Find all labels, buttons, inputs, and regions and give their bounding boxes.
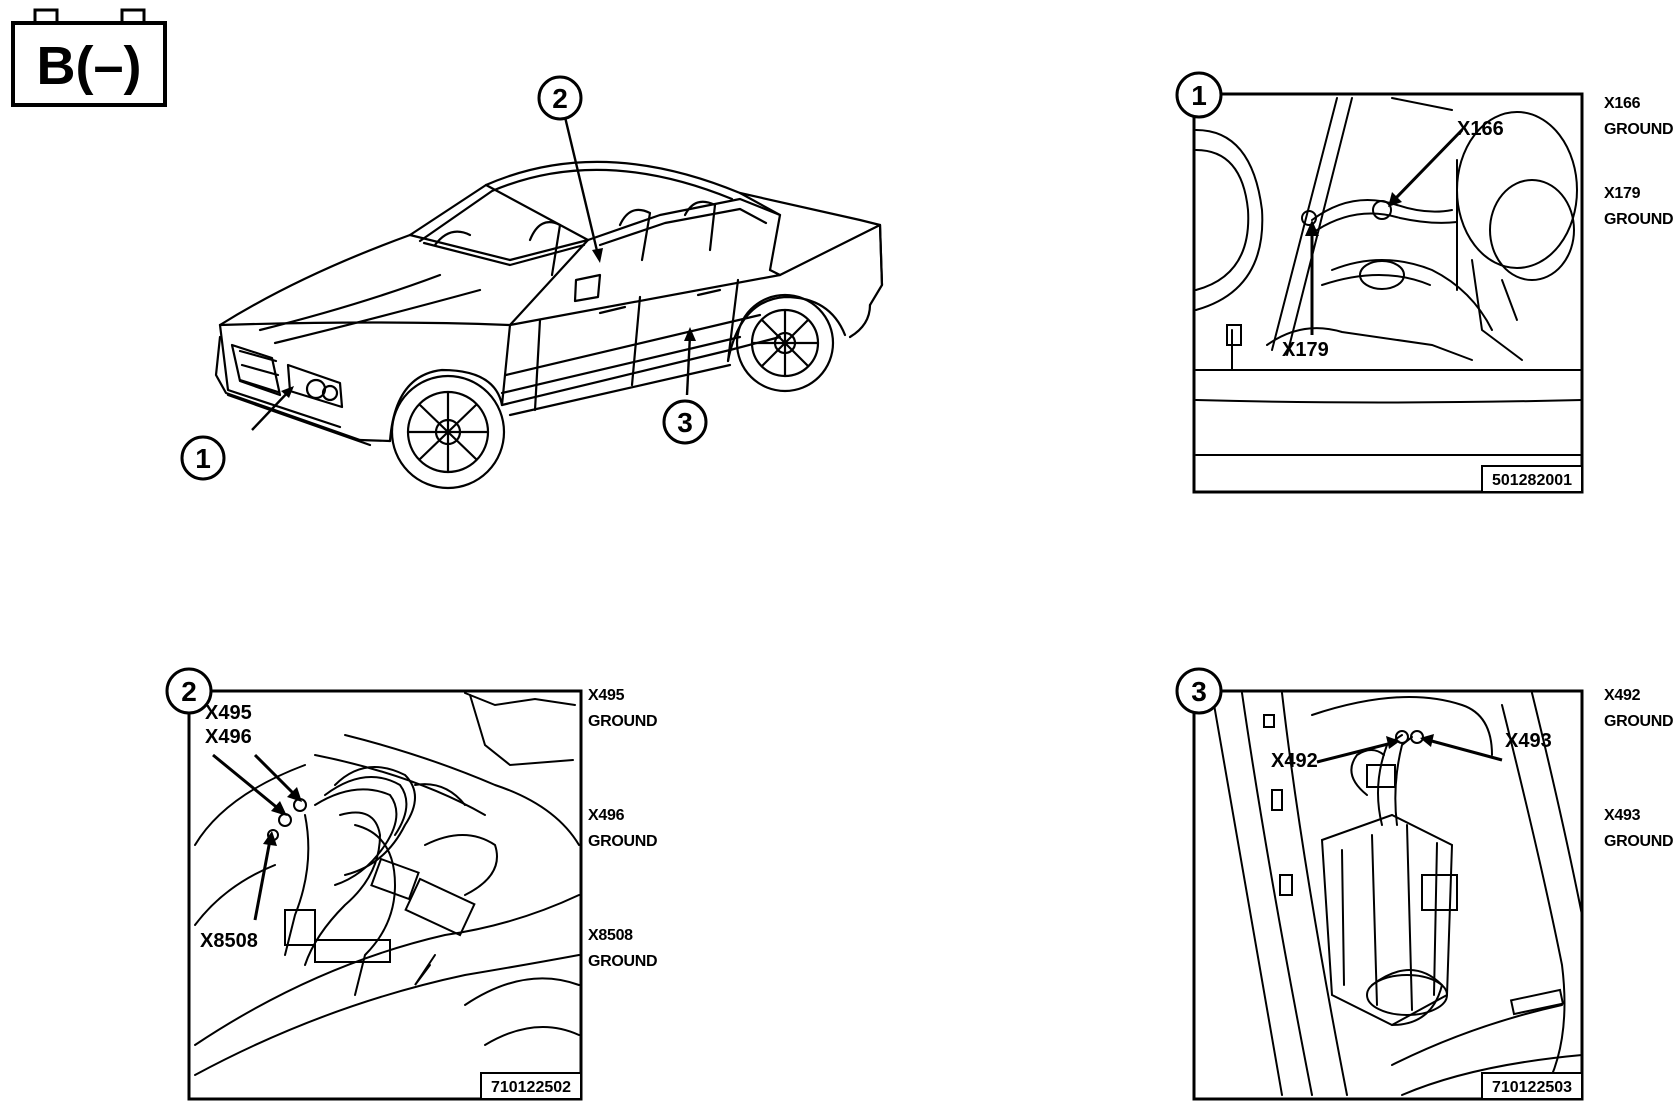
battery-icon: B(–) — [11, 8, 167, 107]
panel-3-figure-id: 710122503 — [1492, 1079, 1572, 1096]
car-overview: 1 2 3 — [180, 75, 950, 515]
panel-1-number: 1 — [1191, 80, 1207, 111]
side-label-type: GROUND — [1604, 121, 1674, 138]
detail-panel-2: X495 X496 X8508 710122502 2 — [165, 665, 585, 1101]
side-label-type: GROUND — [588, 833, 658, 850]
panel-1-label-x166: X166 — [1457, 118, 1504, 140]
battery-label: B(–) — [37, 36, 142, 96]
panel-1-side-labels: X166 GROUND X179 GROUND — [1604, 91, 1674, 233]
panel-3-figure: X492 X493 710122503 3 — [1175, 667, 1584, 1101]
panel-1-arrowheads — [1305, 192, 1402, 236]
panel-3-side-labels: X492 GROUND X493 GROUND — [1604, 683, 1674, 855]
side-label-type: GROUND — [1604, 713, 1674, 730]
detail-panel-3: X492 X493 710122503 3 — [1172, 665, 1592, 1101]
panel-2-label-x496: X496 — [205, 726, 252, 748]
side-label-connector: X496 — [588, 807, 625, 824]
side-label-connector: X493 — [1604, 807, 1641, 824]
battery-badge: B(–) — [10, 6, 170, 108]
side-label-type: GROUND — [588, 953, 658, 970]
panel-2-label-x495: X495 — [205, 702, 252, 724]
panel-2-figure: X495 X496 X8508 710122502 2 — [165, 667, 583, 1101]
panel-1-figure: X166 X179 501282001 1 — [1175, 71, 1584, 494]
side-label-connector: X492 — [1604, 687, 1641, 704]
panel-2-side-labels: X495 GROUND X496 GROUND X8508 GROUND — [588, 683, 658, 975]
callout-2: 2 — [537, 75, 583, 121]
panel-3-label-x493: X493 — [1505, 730, 1552, 752]
svg-text:2: 2 — [552, 83, 568, 114]
panel-3-number: 3 — [1191, 676, 1207, 707]
panel-2-interior-lines — [194, 692, 580, 1076]
panel-1-engine-lines — [1195, 97, 1583, 456]
panel-2-figure-id: 710122502 — [491, 1079, 571, 1096]
panel-1-pointers — [1310, 128, 1464, 335]
panel-3-door-lines — [1211, 692, 1583, 1096]
panel-2-pointers — [212, 753, 297, 921]
side-label-connector: X179 — [1604, 185, 1641, 202]
panel-3-label-x492: X492 — [1271, 750, 1318, 772]
side-label-connector: X495 — [588, 687, 625, 704]
panel-1-figure-id: 501282001 — [1492, 472, 1572, 489]
side-label-connector: X166 — [1604, 95, 1641, 112]
side-label-type: GROUND — [1604, 833, 1674, 850]
panel-3-arrowheads — [1386, 734, 1434, 749]
side-label-type: GROUND — [1604, 211, 1674, 228]
svg-text:1: 1 — [195, 443, 211, 474]
panel-2-label-x8508: X8508 — [200, 930, 258, 952]
car-illustration: 1 2 3 — [180, 75, 884, 490]
car-body-lines — [214, 160, 884, 490]
panel-3-pointers — [1316, 738, 1503, 764]
callout-arrowheads — [281, 248, 696, 398]
callout-leaders — [251, 116, 692, 431]
panel-2-number: 2 — [181, 676, 197, 707]
callout-3: 3 — [662, 399, 708, 445]
panel-1-label-x179: X179 — [1282, 339, 1329, 361]
callout-1: 1 — [180, 435, 226, 481]
side-label-type: GROUND — [588, 713, 658, 730]
svg-text:3: 3 — [677, 407, 693, 438]
detail-panel-1: X166 X179 501282001 1 — [1172, 70, 1592, 495]
side-label-connector: X8508 — [588, 927, 633, 944]
